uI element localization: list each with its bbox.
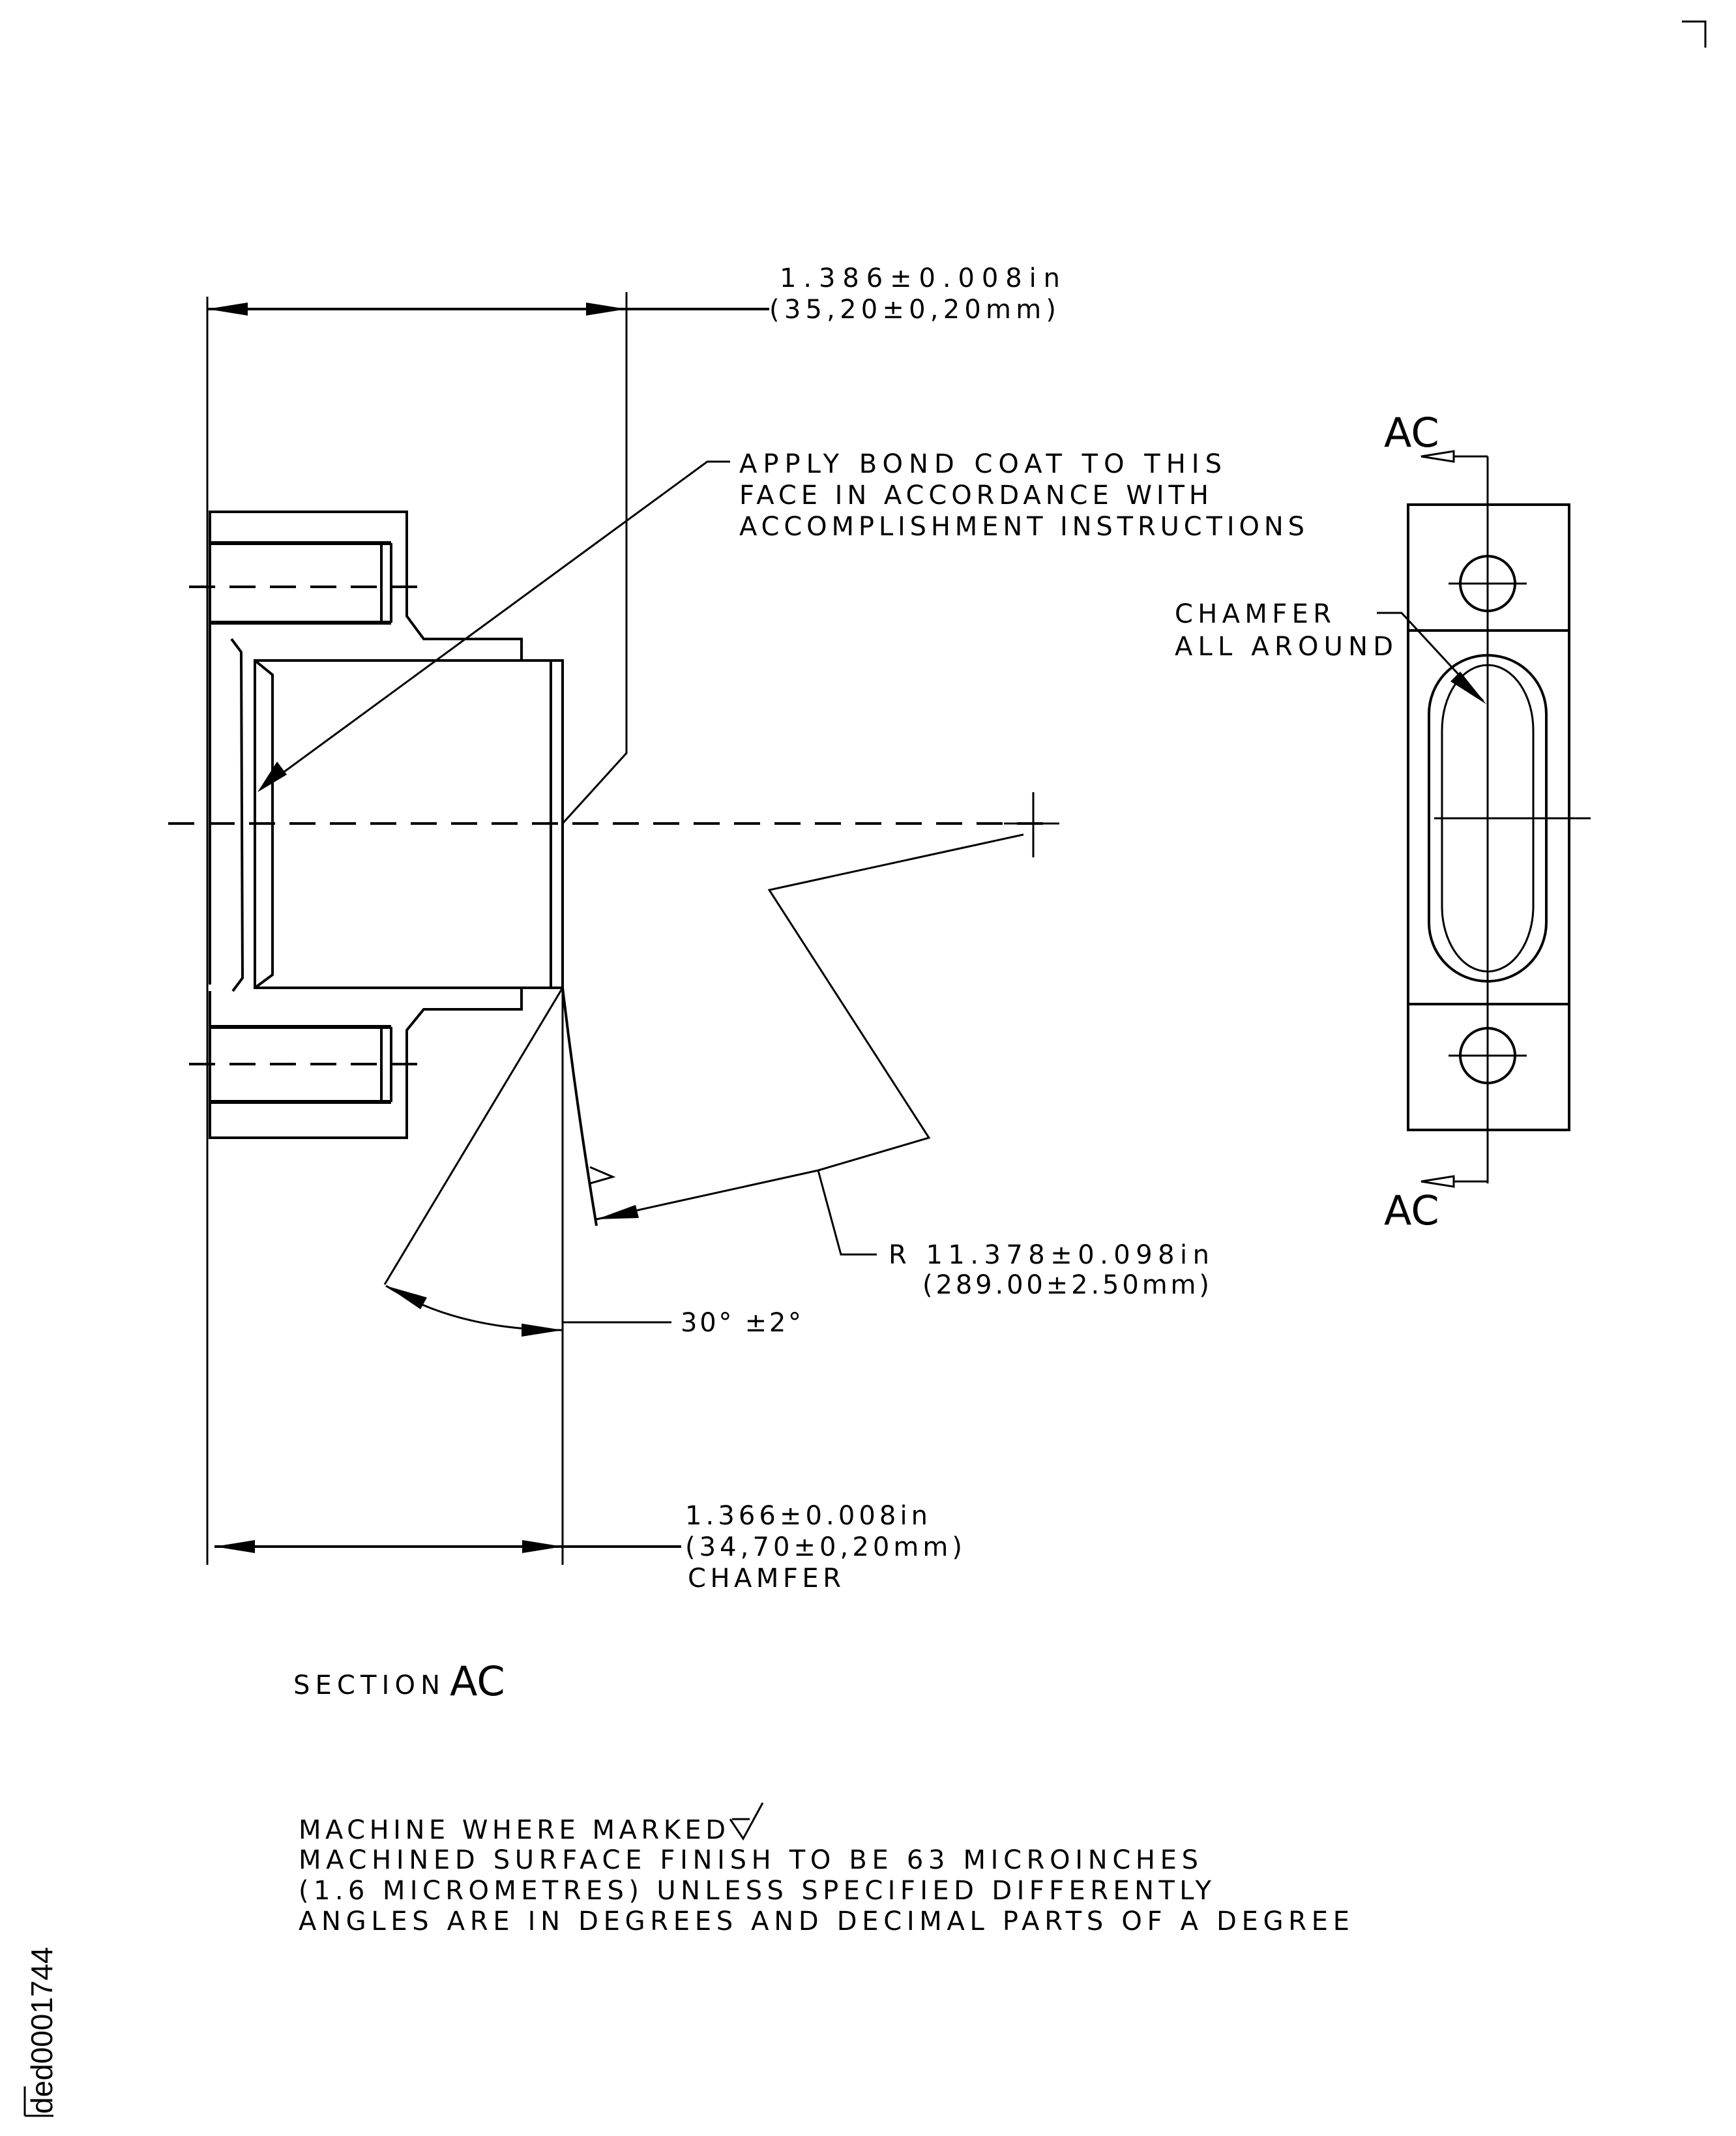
overall-length-dimension: 1.386±0.008in (35,20±0,20mm) (207, 263, 1060, 325)
section-title-prefix: SECTION (293, 1670, 440, 1700)
svg-text:ACCOMPLISHMENT INSTRUCTIONS: ACCOMPLISHMENT INSTRUCTIONS (739, 512, 1304, 542)
svg-text:CHAMFER: CHAMFER (688, 1564, 841, 1594)
section-title-letters: AC (450, 1657, 505, 1705)
svg-text:ded0001744: ded0001744 (25, 1947, 59, 2114)
bolt-hole-top (1449, 555, 1527, 612)
section-marker-bottom: AC (1384, 1187, 1439, 1234)
svg-text:(34,70±0,20mm): (34,70±0,20mm) (685, 1532, 962, 1562)
svg-text:R 11.378±0.098in: R 11.378±0.098in (889, 1240, 1209, 1270)
svg-text:1.366±0.008in: 1.366±0.008in (685, 1501, 928, 1531)
section-marker-top: AC (1384, 409, 1439, 456)
general-notes: MACHINE WHERE MARKED MACHINED SURFACE FI… (299, 1802, 1349, 1936)
bond-coat-callout: APPLY BOND COAT TO THIS FACE IN ACCORDAN… (257, 449, 1304, 792)
svg-text:MACHINED SURFACE FINISH TO BE: MACHINED SURFACE FINISH TO BE 63 MICROIN… (299, 1845, 1198, 1875)
oblong-opening (1428, 654, 1548, 983)
corner-crop-mark (1682, 20, 1707, 48)
drawing-id-label: ded0001744 (23, 1947, 59, 2117)
overall-length-in: 1.386±0.008in (780, 263, 1060, 293)
radius-callout: R 11.378±0.098in (289.00±2.50mm) (561, 833, 1209, 1300)
svg-text:(289.00±2.50mm): (289.00±2.50mm) (922, 1270, 1209, 1300)
machine-symbol (729, 1802, 764, 1841)
overall-length-mm: (35,20±0,20mm) (769, 295, 1056, 325)
end-view: AC AC CHAMFER ALL AROUND (1175, 409, 1591, 1234)
section-view: 1.386±0.008in (35,20±0,20mm) (168, 263, 1304, 1705)
svg-text:MACHINE WHERE MARKED: MACHINE WHERE MARKED (299, 1815, 726, 1845)
chamfer-length-dimension: 1.366±0.008in (34,70±0,20mm) CHAMFER (214, 1501, 962, 1594)
machined-surface-symbol (589, 1166, 616, 1185)
svg-text:(1.6 MICROMETRES) UNLESS SPECI: (1.6 MICROMETRES) UNLESS SPECIFIED DIFFE… (299, 1876, 1212, 1906)
svg-text:CHAMFER: CHAMFER (1175, 599, 1331, 629)
svg-text:ANGLES ARE IN DEGREES AND DECI: ANGLES ARE IN DEGREES AND DECIMAL PARTS … (299, 1906, 1349, 1936)
svg-text:APPLY BOND COAT TO THIS: APPLY BOND COAT TO THIS (739, 449, 1222, 479)
bolt-hole-bottom (1449, 1027, 1527, 1084)
svg-text:ALL AROUND: ALL AROUND (1175, 632, 1393, 662)
svg-text:30° ±2°: 30° ±2° (681, 1308, 801, 1338)
svg-text:FACE IN ACCORDANCE WITH: FACE IN ACCORDANCE WITH (739, 481, 1209, 511)
angle-dimension: 30° ±2° (383, 987, 801, 1338)
